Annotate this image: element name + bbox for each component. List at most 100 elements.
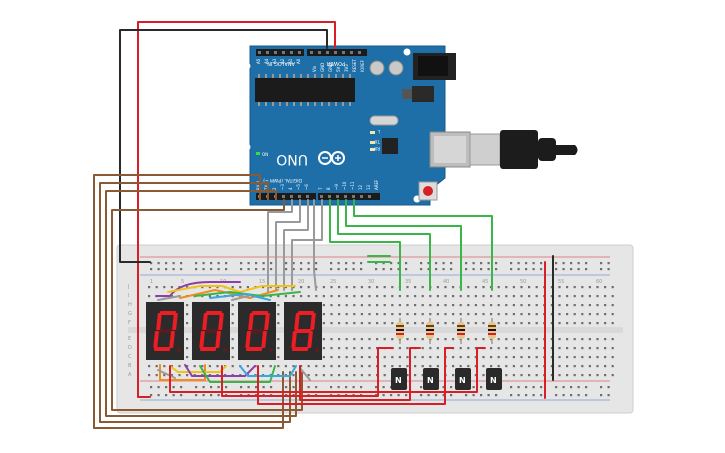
resistor <box>426 318 434 344</box>
transistor-label: N <box>395 376 402 385</box>
segment-b <box>218 313 224 330</box>
breadboard[interactable]: 1 5 10 15 20 25 30 35 40 45 50 55 60 J I… <box>116 244 634 414</box>
rx-led-label: RX <box>374 146 380 151</box>
digital-pin-label: 7 <box>318 187 323 190</box>
segment-d <box>245 347 263 351</box>
transistors: N N N N <box>391 368 502 390</box>
wire-grey-2 <box>275 199 301 291</box>
wire-brown-2 <box>99 182 291 423</box>
wire-grey-4 <box>291 199 323 291</box>
wire-brown-1 <box>93 174 284 429</box>
segment-c <box>169 331 175 348</box>
atmega-chip <box>255 78 355 102</box>
transistor-label: N <box>427 376 434 385</box>
resistor <box>488 318 496 344</box>
segment-c <box>307 331 313 348</box>
wires[interactable] <box>93 21 554 429</box>
power-pin-label: Vin <box>312 65 317 72</box>
capacitor <box>388 60 404 76</box>
digital-header-low[interactable] <box>318 193 380 200</box>
col-label: 5 <box>181 279 184 285</box>
resistor <box>457 318 465 344</box>
usb-cable[interactable] <box>469 130 578 169</box>
segment-d <box>199 347 217 351</box>
wire-purple-bottom <box>184 364 256 377</box>
wire-yellow <box>167 285 296 293</box>
segment-a <box>297 311 315 315</box>
digital-pin-label: 2 <box>272 187 277 190</box>
row-label: E <box>128 336 131 342</box>
power-pin-label: 5V <box>336 66 341 72</box>
wire-5v-red <box>137 21 336 398</box>
analog-header[interactable] <box>256 49 304 56</box>
segment-dp <box>269 348 273 352</box>
wire-gnd-black <box>119 29 328 263</box>
segment-g <box>202 329 220 333</box>
power-header-label: POWER <box>326 60 345 66</box>
wire-red-t2 <box>299 347 421 401</box>
mounting-hole <box>403 48 411 56</box>
segment-e <box>199 331 205 348</box>
segment-dp <box>177 348 181 352</box>
resistors <box>396 318 496 344</box>
mounting-hole <box>243 62 251 70</box>
power-pin-label: RESET <box>352 59 357 72</box>
digital-pin-label: 4 <box>288 187 293 190</box>
analog-pin-label: A3 <box>272 58 277 64</box>
voltage-regulator <box>412 86 434 102</box>
seven-segment-digit <box>192 302 230 360</box>
mounting-hole <box>243 143 251 151</box>
segment-c <box>215 331 221 348</box>
digital-pin-label: ~6 <box>304 184 309 190</box>
npn-transistor: N <box>391 368 407 390</box>
wire-orange <box>179 289 279 299</box>
segment-d <box>153 347 171 351</box>
segment-a <box>159 311 177 315</box>
wire-green-1 <box>329 199 401 291</box>
segment-g <box>248 329 266 333</box>
npn-transistor: N <box>455 368 471 390</box>
analog-pin-label: A4 <box>264 58 269 64</box>
digital-header-label: DIGITAL (PWM ~) <box>263 177 302 183</box>
aref-pin-label: AREF <box>374 179 379 190</box>
wire-red-t4 <box>169 347 486 393</box>
digital-pin-label: ~11 <box>350 181 355 190</box>
segment-a <box>205 311 223 315</box>
seven-segment-digit <box>146 302 184 360</box>
wire-brown-3 <box>105 190 297 417</box>
col-label: 35 <box>405 279 411 285</box>
wire-green-short <box>367 255 391 263</box>
segment-b <box>172 313 178 330</box>
arduino-uno-board[interactable]: ANALOG IN POWER A0 A1 A2 A3 A4 A5 IOREF … <box>243 45 471 206</box>
row-label: F <box>128 320 131 326</box>
analog-pin-label: A2 <box>280 58 285 64</box>
wire-grey-display <box>157 295 249 301</box>
row-label: B <box>128 363 132 369</box>
digital-pin-label: 8 <box>326 187 331 190</box>
row-label: C <box>128 354 132 360</box>
digital-header-high[interactable] <box>256 193 316 200</box>
power-pin-label: 3V3 <box>344 64 349 72</box>
segment-e <box>245 331 251 348</box>
segment-f <box>248 313 254 330</box>
led-tx <box>370 141 375 144</box>
segment-e <box>291 331 297 348</box>
led-on <box>256 152 260 155</box>
brand-uno: UNO <box>276 151 308 167</box>
analog-pin-label: A0 <box>296 58 301 64</box>
segment-f <box>294 313 300 330</box>
row-label: H <box>128 302 132 308</box>
seven-segment-digit <box>238 302 276 360</box>
wire-green-2 <box>337 199 431 291</box>
wire-grey-3 <box>283 199 309 291</box>
row-label: D <box>128 345 132 351</box>
row-label: J <box>127 284 129 290</box>
segment-f <box>156 313 162 330</box>
analog-header-label: ANALOG IN <box>267 60 295 66</box>
col-label: 55 <box>558 279 564 285</box>
wire-grey-5 <box>313 199 317 291</box>
col-label: 30 <box>368 279 374 285</box>
seven-segment-digit <box>284 302 322 360</box>
wire-grey-bottom <box>157 367 311 381</box>
